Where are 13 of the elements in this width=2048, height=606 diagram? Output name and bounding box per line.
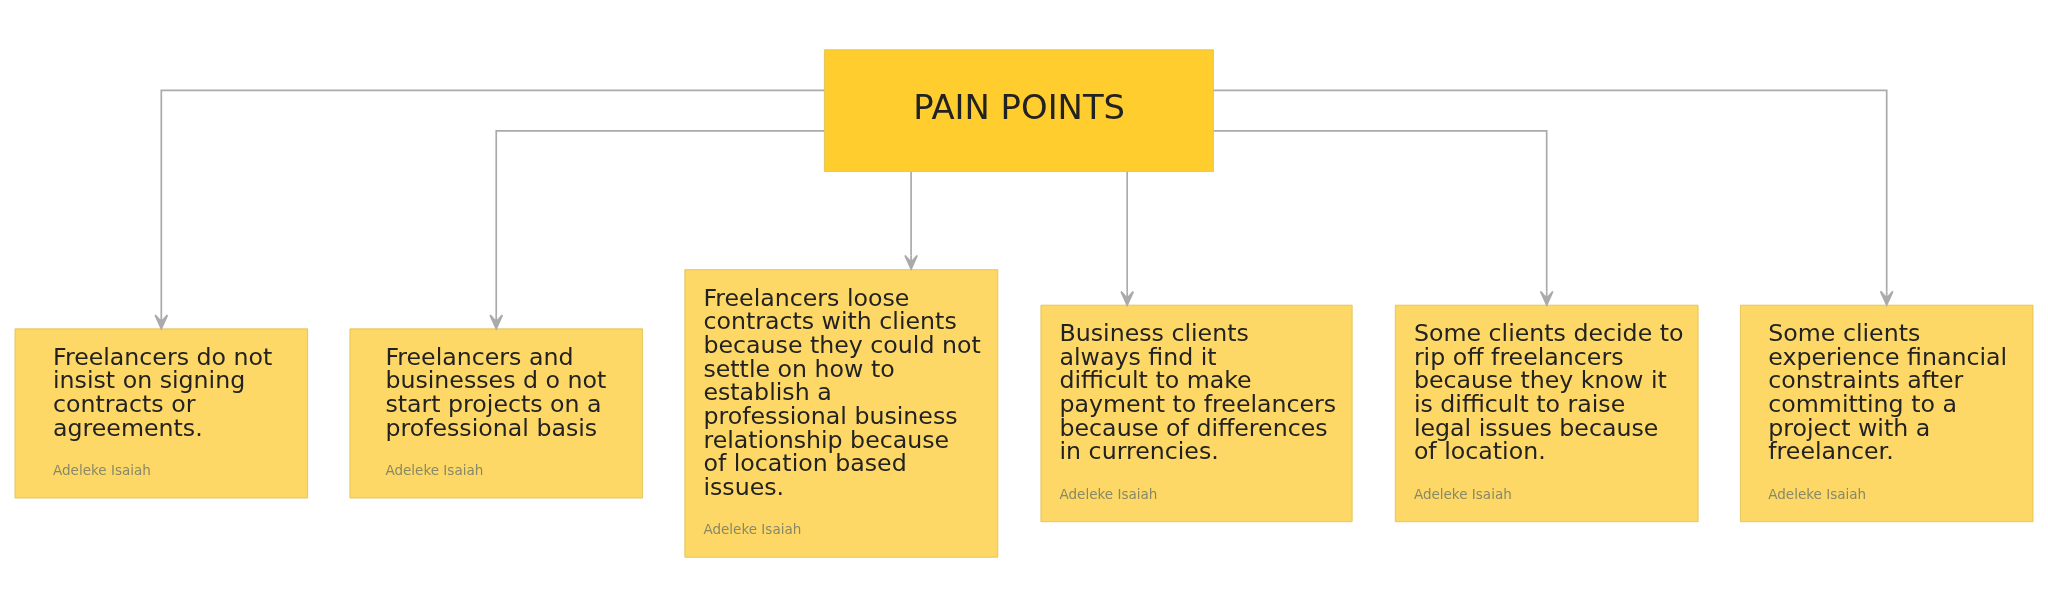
arrow — [904, 170, 919, 270]
node-box: Business clients always find it difficult to make payment to freelancers because of differences in currencies. Adeleke Isaiah — [1040, 304, 1353, 522]
arrow — [154, 89, 826, 329]
node-box: Freelancers loose contracts with clients because they could not settle on how to establish a professional business relationship because of location based issues. Adeleke Isaiah — [684, 268, 999, 558]
arrow — [1212, 89, 1894, 306]
arrow — [489, 129, 826, 330]
node-box: Some clients experience financial constraints after committing to a project with a freelancer. Adeleke Isaiah — [1739, 304, 2034, 522]
node-box: Freelancers and businesses d o not start projects on a professional basis Adeleke Isaiah — [349, 327, 643, 498]
node-box: Freelancers do not insist on signing contracts or agreements. Adeleke Isaiah — [14, 327, 309, 498]
arrow — [1120, 170, 1135, 306]
node-box: Some clients decide to rip off freelancers because they know it is difficult to raise legal issues because of location. Adeleke Isaiah — [1394, 304, 1699, 522]
node-box: PAIN POINTS — [823, 48, 1214, 172]
arrow — [1213, 129, 1554, 306]
